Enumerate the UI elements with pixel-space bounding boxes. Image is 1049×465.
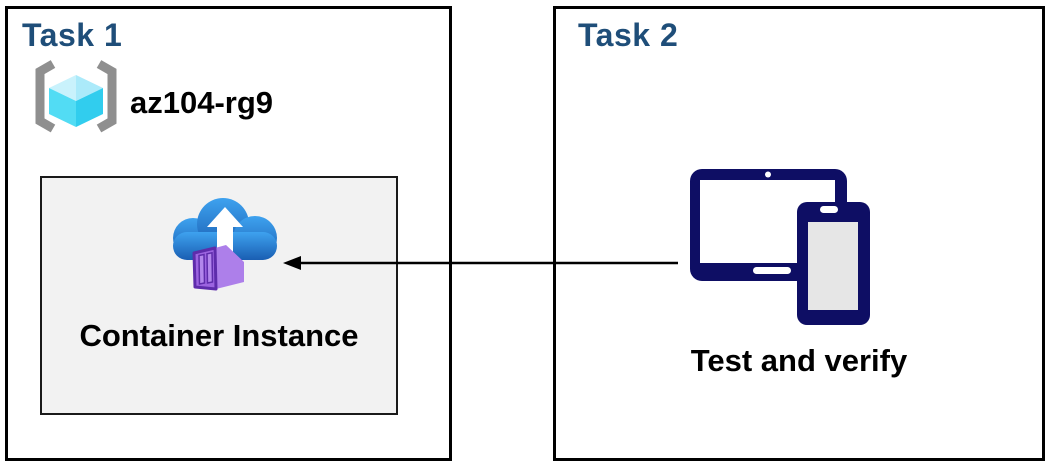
resource-group-name: az104-rg9 bbox=[130, 85, 274, 120]
resource-group-icon bbox=[35, 60, 117, 133]
test-and-verify-label: Test and verify bbox=[690, 343, 908, 378]
devices-icon bbox=[690, 169, 870, 325]
task1-title: Task 1 bbox=[22, 17, 123, 53]
container-instance-label: Container Instance bbox=[79, 318, 359, 353]
task1-panel: Task 1 az104-rg9 bbox=[5, 6, 452, 461]
task2-panel: Task 2 Test and verify bbox=[553, 6, 1045, 461]
container-instance-icon bbox=[173, 198, 277, 291]
container-instance-box: Container Instance bbox=[40, 176, 398, 415]
task2-title: Task 2 bbox=[578, 17, 679, 53]
